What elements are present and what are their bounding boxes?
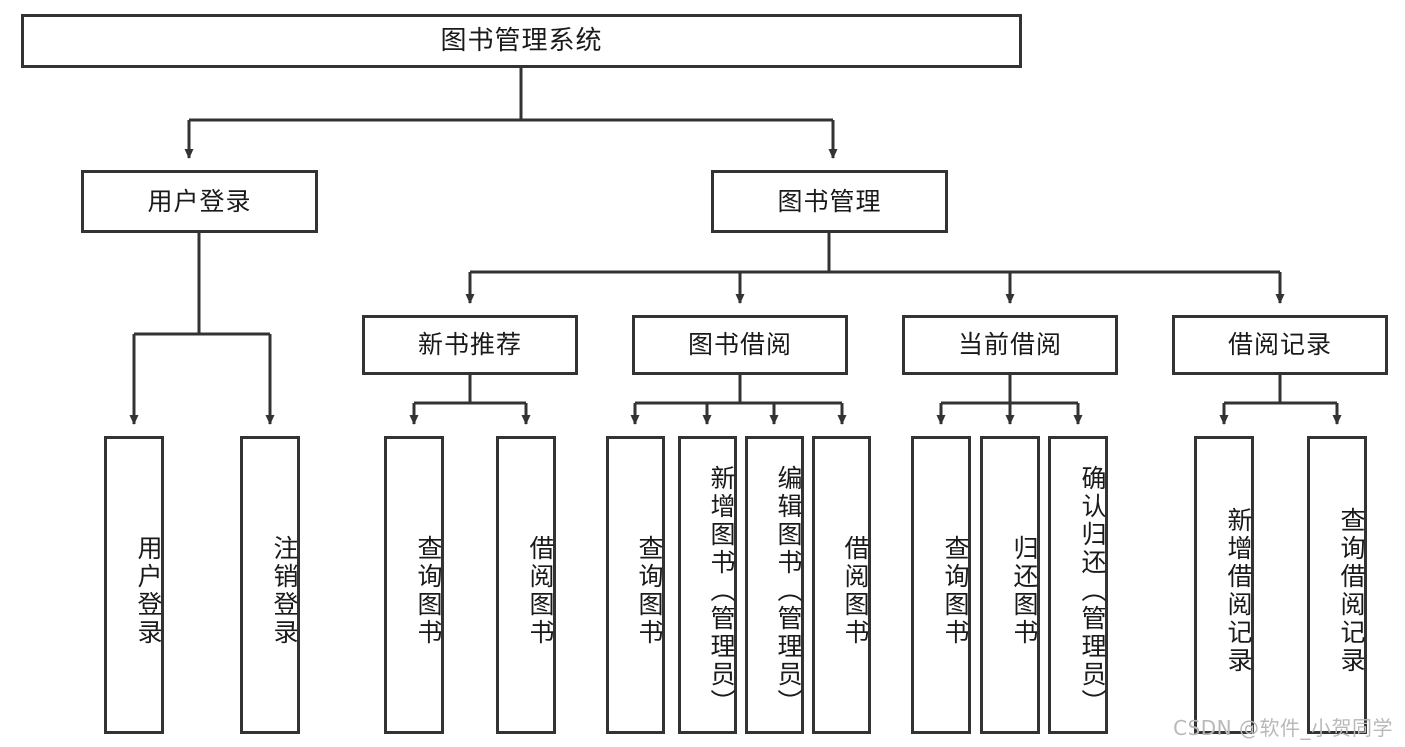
leaf-query-book-current[interactable]: 查询图书 xyxy=(911,436,971,734)
leaf-query-borrow-record[interactable]: 查询借阅记录 xyxy=(1307,436,1367,734)
leaf-query-book-new-book[interactable]: 查询图书 xyxy=(384,436,444,734)
node-new-book-recommendation[interactable]: 新书推荐 xyxy=(362,315,578,375)
leaf-borrow-book-new-book[interactable]: 借阅图书 xyxy=(496,436,556,734)
node-label: 查询借阅记录 xyxy=(1337,507,1366,675)
node-label: 新增图书（管理员） xyxy=(707,465,736,717)
node-current-borrowing[interactable]: 当前借阅 xyxy=(902,315,1118,375)
csdn-watermark: CSDN @软件_小贺同学 xyxy=(1173,716,1393,740)
node-label: 借阅记录 xyxy=(1227,330,1332,360)
node-user-login[interactable]: 用户登录 xyxy=(81,170,318,233)
node-label: 图书管理系统 xyxy=(440,25,603,56)
leaf-edit-book-admin[interactable]: 编辑图书（管理员） xyxy=(745,436,804,734)
node-book-management[interactable]: 图书管理 xyxy=(711,170,948,233)
leaf-logout-login[interactable]: 注销登录 xyxy=(240,436,300,734)
node-label: 当前借阅 xyxy=(957,330,1062,360)
node-label: 图书管理 xyxy=(777,186,882,216)
leaf-add-book-admin[interactable]: 新增图书（管理员） xyxy=(678,436,737,734)
node-label: 用户登录 xyxy=(147,186,252,216)
node-label: 归还图书 xyxy=(1010,535,1039,647)
node-label: 注销登录 xyxy=(270,535,299,647)
node-label: 查询图书 xyxy=(941,535,970,647)
node-root-book-management-system[interactable]: 图书管理系统 xyxy=(21,14,1022,68)
node-book-borrowing[interactable]: 图书借阅 xyxy=(632,315,848,375)
leaf-borrow-book-borrowing[interactable]: 借阅图书 xyxy=(812,436,871,734)
node-label: 编辑图书（管理员） xyxy=(774,465,803,717)
leaf-return-book[interactable]: 归还图书 xyxy=(980,436,1040,734)
node-label: 新书推荐 xyxy=(417,330,522,360)
node-label: 查询图书 xyxy=(635,535,664,647)
node-label: 图书借阅 xyxy=(687,330,792,360)
node-label: 借阅图书 xyxy=(526,535,555,647)
node-label: 新增借阅记录 xyxy=(1224,507,1253,675)
leaf-confirm-return-admin[interactable]: 确认归还（管理员） xyxy=(1048,436,1108,734)
leaf-add-borrow-record[interactable]: 新增借阅记录 xyxy=(1194,436,1254,734)
node-label: 借阅图书 xyxy=(841,535,870,647)
leaf-query-book-borrowing[interactable]: 查询图书 xyxy=(606,436,665,734)
node-label: 用户登录 xyxy=(134,535,163,647)
node-label: 确认归还（管理员） xyxy=(1078,465,1107,717)
node-label: 查询图书 xyxy=(414,535,443,647)
node-borrowing-record[interactable]: 借阅记录 xyxy=(1172,315,1388,375)
leaf-user-login[interactable]: 用户登录 xyxy=(104,436,164,734)
